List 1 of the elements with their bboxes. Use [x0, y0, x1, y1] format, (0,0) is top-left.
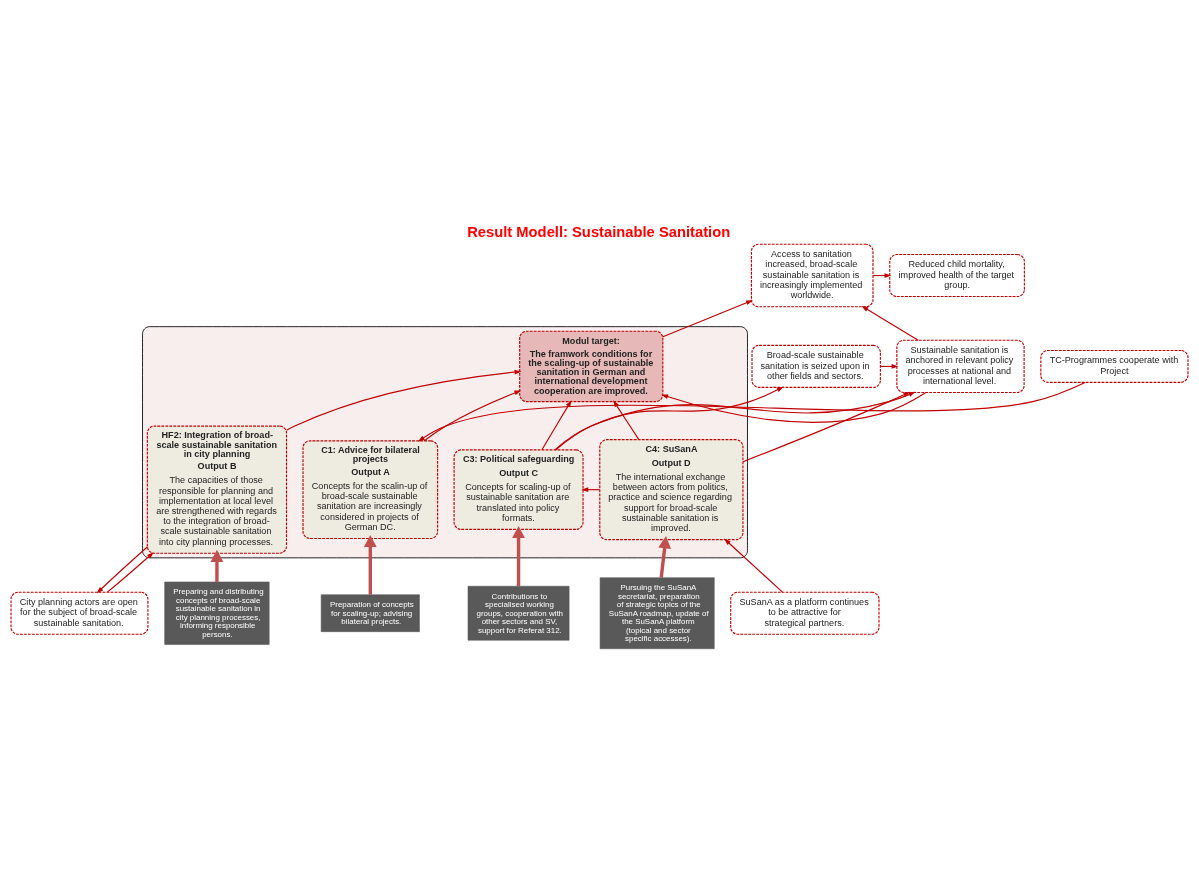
diagram-title: Result Modell: Sustainable Sanitation [467, 223, 731, 240]
